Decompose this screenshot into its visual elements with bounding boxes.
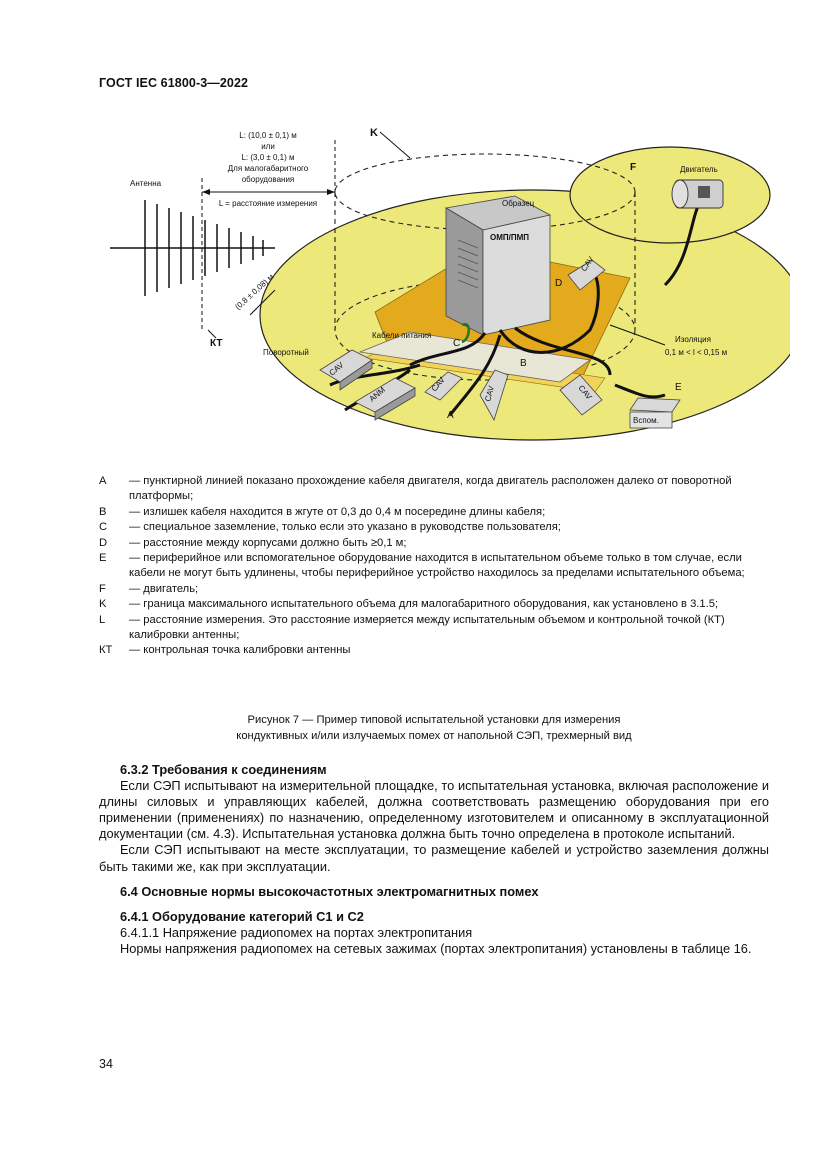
legend-item: КТ — контрольная точка калибровки антенны xyxy=(99,643,769,658)
legend-text: — расстояние измерения. Это расстояние и… xyxy=(129,613,725,642)
legend-text: — расстояние между корпусами должно быть… xyxy=(129,536,407,549)
paragraph: 6.4.1.1 Напряжение радиопомех на портах … xyxy=(120,924,473,940)
cable-tray xyxy=(358,331,592,383)
legend-item: F — двигатель; xyxy=(99,582,769,597)
auxiliary-box xyxy=(629,397,681,429)
legend-text: — пунктирной линией показано прохождение… xyxy=(129,475,732,503)
small-equipment-label-2: оборудования xyxy=(242,175,295,184)
cav-box-4 xyxy=(567,259,606,291)
legend-key: F xyxy=(99,582,106,595)
legend-text: — специальное заземление, только если эт… xyxy=(129,521,561,534)
legend-item: C — специальное заземление, только если э… xyxy=(99,520,769,535)
legend-key: B xyxy=(99,505,107,518)
document-header: ГОСТ IEC 61800-3—2022 xyxy=(99,76,249,90)
legend-item: E — периферийное или вспомогательное обор… xyxy=(99,551,769,582)
d-label: D xyxy=(555,278,562,289)
aux-label: Вспом. xyxy=(633,416,659,425)
emp-label: ОМП/ПМП xyxy=(490,233,529,242)
paragraph: Если СЭП испытывают на месте эксплуатаци… xyxy=(99,842,769,874)
k-label: K xyxy=(370,127,378,139)
test-setup-figure: L: (10,0 ± 0,1) м или L: (3,0 ± 0,1) м Д… xyxy=(110,127,790,441)
antenna-icon xyxy=(110,200,275,296)
legend-key: D xyxy=(99,536,108,549)
turntable-label: Поворотный xyxy=(263,348,309,357)
legend-item: B — излишек кабеля находится в жгуте от 0… xyxy=(99,505,769,520)
section-heading-6-3-2: 6.3.2 Требования к соединениям xyxy=(120,762,327,777)
eut-cabinet xyxy=(444,195,552,336)
cav-box-3 xyxy=(479,369,509,422)
legend-text: — двигатель; xyxy=(129,582,199,595)
distance-label-1: L: (10,0 ± 0,1) м xyxy=(239,131,296,140)
legend-key: L xyxy=(99,613,106,626)
b-label: B xyxy=(520,358,527,369)
motor-area xyxy=(569,146,771,244)
ground-wire xyxy=(461,322,470,344)
paragraph: Нормы напряжения радиопомех на сетевых з… xyxy=(120,940,752,956)
caption-line-2: кондуктивных и/или излучаемых помех от н… xyxy=(236,729,632,742)
a-label: A xyxy=(447,410,454,421)
paragraph: Если СЭП испытывают на измерительной пло… xyxy=(99,778,769,842)
figure-legend: A — пунктирной линией показано прохождени… xyxy=(99,474,769,659)
body-text: 6.3.2 Требования к соединениям Если СЭП … xyxy=(99,762,769,957)
legend-text: — периферийное или вспомогательное обору… xyxy=(129,552,745,580)
isolation-label-1: Изоляция xyxy=(675,335,711,344)
legend-key: КТ xyxy=(99,644,113,657)
power-cables-label: Кабели питания xyxy=(372,331,431,340)
sample-label: Образец xyxy=(502,199,535,208)
distance-label-or: или xyxy=(261,142,275,151)
page-number: 34 xyxy=(99,1057,113,1071)
antenna-label: Антенна xyxy=(130,179,162,188)
legend-key: K xyxy=(99,598,107,611)
legend-text: — граница максимального испытательного о… xyxy=(129,598,719,611)
legend-item: D — расстояние между корпусами должно быт… xyxy=(99,536,769,551)
legend-text: — излишек кабеля находится в жгуте от 0,… xyxy=(129,505,546,518)
distance-definition: L = расстояние измерения xyxy=(219,199,317,208)
legend-key: A xyxy=(99,475,107,487)
section-heading-6-4-1: 6.4.1 Оборудование категорий С1 и С2 xyxy=(120,908,364,924)
isolation-label-2: 0,1 м < l < 0,15 м xyxy=(665,348,727,357)
legend-key: C xyxy=(99,521,108,534)
test-volume-boundary xyxy=(334,153,636,381)
cav-box-2 xyxy=(424,371,463,401)
legend-item: A — пунктирной линией показано прохождени… xyxy=(99,474,769,505)
legend-key: E xyxy=(99,552,107,565)
f-label: F xyxy=(630,162,636,173)
caption-line-1: Рисунок 7 — Пример типовой испытательной… xyxy=(247,714,621,726)
small-equipment-label-1: Для малогабаритного xyxy=(228,164,309,173)
figure-caption: Рисунок 7 — Пример типовой испытательной… xyxy=(99,713,769,744)
legend-item: K — граница максимального испытательного … xyxy=(99,597,769,612)
legend-text: — контрольная точка калибровки антенны xyxy=(129,644,351,657)
c-label: C xyxy=(453,338,460,349)
e-label: E xyxy=(675,382,682,393)
cav-label-3: CAV xyxy=(483,384,496,402)
cav-box-1 xyxy=(319,349,373,391)
cav-box-5 xyxy=(559,374,603,416)
motor-icon xyxy=(671,179,724,209)
legend-item: L — расстояние измерения. Это расстояние … xyxy=(99,613,769,644)
kt-label: КТ xyxy=(210,338,222,349)
section-heading-6-4: 6.4 Основные нормы высокочастотных элект… xyxy=(120,883,539,899)
anm-box xyxy=(354,377,416,421)
motor-label: Двигатель xyxy=(680,165,718,174)
distance-label-2: L: (3,0 ± 0,1) м xyxy=(241,153,294,162)
